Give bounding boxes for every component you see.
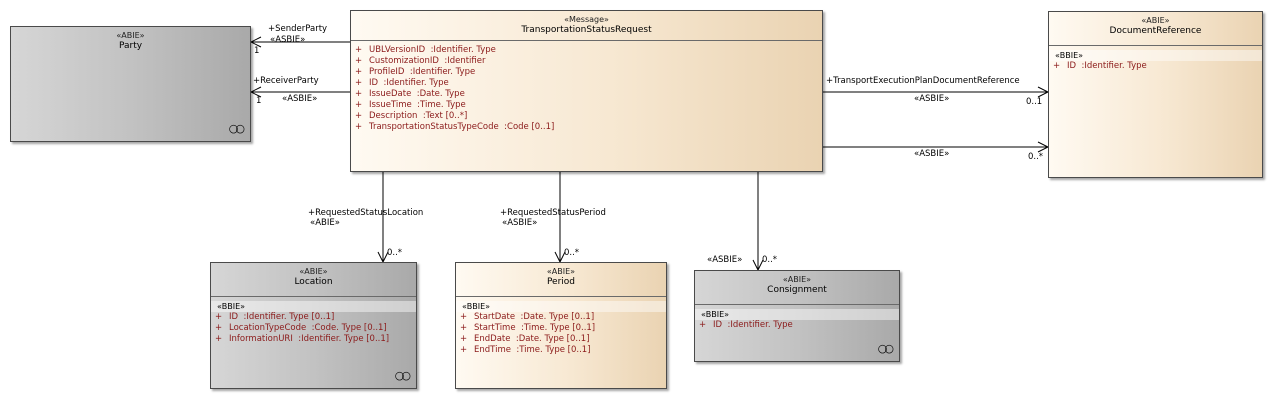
class-name: DocumentReference bbox=[1109, 26, 1202, 36]
class-name: Location bbox=[294, 277, 333, 287]
bbie-section-label: «BBIE» bbox=[456, 301, 666, 312]
class-header: «ABIE» Period bbox=[456, 263, 666, 296]
class-header: «ABIE» Location bbox=[211, 263, 416, 296]
party-class[interactable]: «ABIE» Party ○○ bbox=[10, 26, 251, 142]
document-reference-role: +TransportExecutionPlanDocumentReference bbox=[826, 76, 1020, 86]
bbie-section-label: «BBIE» bbox=[1049, 50, 1262, 61]
period-multiplicity: 0..* bbox=[564, 248, 580, 258]
consignment-multiplicity: 0..* bbox=[762, 255, 778, 265]
class-stereotype: «ABIE» bbox=[782, 275, 812, 284]
sender-party-arrowhead bbox=[249, 36, 262, 48]
attribute-row[interactable]: +ID :Identifier. Type bbox=[1053, 61, 1147, 71]
document-reference-multiplicity-1: 0..1 bbox=[1026, 97, 1043, 107]
attribute-row[interactable]: +EndDate :Date. Type [0..1] bbox=[460, 334, 590, 344]
attribute-row[interactable]: +StartDate :Date. Type [0..1] bbox=[460, 312, 595, 322]
receiver-party-stereotype: «ASBIE» bbox=[282, 94, 318, 104]
class-separator: +UBLVersionID :Identifier. Type +Customi… bbox=[351, 40, 822, 133]
receiver-party-multiplicity: 1 bbox=[256, 96, 262, 106]
class-header: «ABIE» Consignment bbox=[695, 271, 899, 304]
class-name: Period bbox=[546, 277, 576, 287]
class-separator: «BBIE» +StartDate :Date. Type [0..1] +St… bbox=[456, 296, 666, 356]
class-separator: «BBIE» +ID :Identifier. Type bbox=[695, 304, 899, 331]
class-stereotype: «ABIE» bbox=[546, 267, 576, 276]
class-separator: «BBIE» +ID :Identifier. Type [0..1] +Loc… bbox=[211, 296, 416, 345]
attribute-row[interactable]: +ID :Identifier. Type bbox=[355, 78, 449, 88]
attribute-row[interactable]: +UBLVersionID :Identifier. Type bbox=[355, 45, 496, 55]
document-reference-multiplicity-2: 0..* bbox=[1028, 152, 1044, 162]
bbie-section-label: «BBIE» bbox=[211, 301, 416, 312]
attribute-row[interactable]: +InformationURI :Identifier. Type [0..1] bbox=[215, 334, 390, 344]
attribute-row[interactable]: +CustomizationID :Identifier bbox=[355, 56, 486, 66]
link-chain-icon: ○○ bbox=[394, 369, 411, 382]
class-stereotype: «ABIE» bbox=[299, 267, 328, 276]
link-chain-icon: ○○ bbox=[877, 342, 894, 355]
receiver-party-role: +ReceiverParty bbox=[253, 76, 319, 86]
period-stereotype: «ASBIE» bbox=[502, 218, 538, 228]
class-stereotype: «ABIE» bbox=[1141, 16, 1170, 25]
location-role: +RequestedStatusLocation bbox=[308, 208, 424, 218]
attribute-row[interactable]: +ID :Identifier. Type bbox=[699, 320, 793, 330]
location-stereotype: «ABIE» bbox=[310, 218, 340, 228]
location-class[interactable]: «ABIE» Location «BBIE» +ID :Identifier. … bbox=[210, 262, 417, 389]
sender-party-role: +SenderParty bbox=[268, 24, 328, 34]
attribute-row[interactable]: +TransportationStatusTypeCode :Code [0..… bbox=[355, 122, 555, 132]
sender-party-stereotype: «ASBIE» bbox=[270, 35, 306, 45]
class-name: Consignment bbox=[767, 285, 827, 295]
attribute-row[interactable]: +LocationTypeCode :Code. Type [0..1] bbox=[215, 323, 387, 333]
bbie-section-label: «BBIE» bbox=[695, 309, 899, 320]
attribute-row[interactable]: +Description :Text [0..*] bbox=[355, 111, 468, 121]
document-reference-class[interactable]: «ABIE» DocumentReference «BBIE» +ID :Ide… bbox=[1048, 11, 1263, 178]
attribute-row[interactable]: +ID :Identifier. Type [0..1] bbox=[215, 312, 335, 322]
class-separator: «BBIE» +ID :Identifier. Type bbox=[1049, 45, 1262, 72]
sender-party-multiplicity: 1 bbox=[254, 46, 260, 56]
attribute-row[interactable]: +ProfileID :Identifier. Type bbox=[355, 67, 476, 77]
class-header: «Message» TransportationStatusRequest bbox=[351, 11, 822, 40]
document-reference-stereotype-2: «ASBIE» bbox=[914, 149, 950, 159]
document-reference-stereotype-1: «ASBIE» bbox=[914, 94, 950, 104]
attribute-row[interactable]: +StartTime :Time. Type [0..1] bbox=[460, 323, 596, 333]
period-class[interactable]: «ABIE» Period «BBIE» +StartDate :Date. T… bbox=[455, 262, 667, 389]
class-stereotype: «ABIE» bbox=[116, 31, 145, 40]
class-name: Party bbox=[118, 41, 143, 51]
class-stereotype: «Message» bbox=[564, 15, 609, 24]
attribute-row[interactable]: +EndTime :Time. Type [0..1] bbox=[460, 345, 591, 355]
class-header: «ABIE» DocumentReference bbox=[1049, 12, 1262, 45]
attribute-row[interactable]: +IssueTime :Time. Type bbox=[355, 100, 466, 110]
class-name: TransportationStatusRequest bbox=[521, 25, 652, 35]
period-role: +RequestedStatusPeriod bbox=[500, 208, 606, 218]
location-multiplicity: 0..* bbox=[387, 248, 403, 258]
class-header: «ABIE» Party bbox=[11, 27, 250, 52]
transportation-status-request-class[interactable]: «Message» TransportationStatusRequest +U… bbox=[350, 10, 823, 172]
receiver-party-arrowhead bbox=[249, 86, 262, 98]
attribute-row[interactable]: +IssueDate :Date. Type bbox=[355, 89, 465, 99]
link-chain-icon: ○○ bbox=[228, 122, 245, 135]
consignment-stereotype: «ASBIE» bbox=[707, 255, 743, 265]
consignment-class[interactable]: «ABIE» Consignment «BBIE» +ID :Identifie… bbox=[694, 270, 900, 362]
